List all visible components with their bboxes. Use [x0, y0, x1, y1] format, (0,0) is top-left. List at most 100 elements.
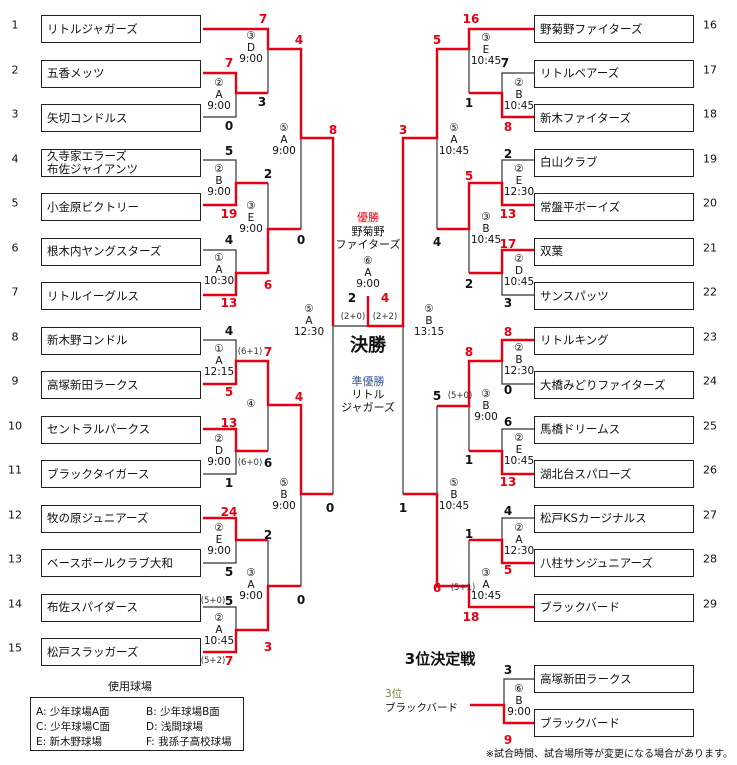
match-round: ③	[246, 30, 256, 42]
team-box[interactable]: ベースボールクラブ大和	[41, 549, 201, 577]
team-name: リトルイーグルス	[47, 288, 139, 303]
team-box[interactable]: ブラックバード	[534, 593, 694, 622]
score: 13	[499, 475, 517, 489]
team-box[interactable]: リトルベアーズ	[534, 59, 694, 88]
score: 5	[432, 33, 442, 47]
score: 3	[257, 95, 267, 109]
team-number: 12	[8, 508, 22, 521]
team-box[interactable]: 根木内ヤングスターズ	[41, 237, 201, 266]
team-box[interactable]: リトルジャガーズ	[41, 15, 201, 43]
score: 7	[500, 56, 510, 70]
team-box[interactable]: 馬橋ドリームス	[534, 415, 694, 444]
third-place-team-top[interactable]: 高塚新田ラークス	[534, 665, 694, 693]
match-time: 9:00	[207, 100, 231, 112]
match-field: A	[215, 623, 223, 636]
match-time: 9:00	[272, 500, 296, 512]
team-name: ベースボールクラブ大和	[47, 555, 173, 570]
score: 1	[464, 527, 474, 541]
team-name: 新木野コンドル	[47, 333, 128, 347]
team-number: 3	[11, 107, 19, 121]
match-time: 9:00	[239, 223, 263, 235]
team-box[interactable]: サンスパッツ	[534, 282, 694, 310]
team-box[interactable]: 矢切コンドルス	[41, 104, 201, 132]
score-breakdown: (5+0)	[447, 391, 473, 401]
team-box[interactable]: 常盤平ボーイズ	[534, 193, 694, 221]
score: 6	[263, 456, 273, 470]
third-place-label: 3位	[385, 688, 403, 700]
match-time: 9:00	[507, 706, 531, 718]
match-round: ②	[214, 612, 224, 624]
runner-up-name-line1: リトル	[351, 388, 385, 401]
match-time: 12:30	[503, 365, 535, 377]
score: 4	[432, 235, 442, 249]
match-time: 9:00	[239, 53, 263, 65]
match-round: ⑤	[449, 122, 459, 134]
team-box[interactable]: 新木ファイターズ	[534, 104, 694, 132]
team-box[interactable]: 高塚新田ラークス	[41, 371, 201, 399]
team-name: 牧の原ジュニアーズ	[47, 511, 149, 525]
match-round: ②	[214, 433, 224, 445]
team-number: 24	[703, 374, 717, 388]
score: 2	[263, 167, 273, 181]
match-round: ③	[246, 567, 256, 579]
score: 5	[224, 565, 234, 579]
team-name: 久寺家エラーズ	[47, 148, 127, 163]
team-box[interactable]: 八柱サンジュニアーズ	[534, 549, 694, 577]
match-round: ⑥	[363, 255, 373, 267]
team-box[interactable]: リトルキング	[534, 326, 694, 355]
score: 5	[503, 563, 513, 577]
match-field: E	[482, 43, 490, 56]
team-box[interactable]: 小金原ビクトリー	[41, 193, 201, 221]
score: 18	[462, 610, 480, 624]
team-box[interactable]: 野菊野ファイターズ	[534, 15, 694, 43]
score: 4	[380, 291, 390, 305]
team-box[interactable]: 白山クラブ	[534, 148, 694, 177]
team-box[interactable]: 松戸KSカージナルス	[534, 504, 694, 533]
match-round: ②	[214, 77, 224, 89]
team-number: 13	[8, 552, 22, 566]
legend-item: F: 我孫子高校球場	[146, 736, 232, 748]
score: 7	[224, 56, 234, 70]
team-box[interactable]: 湖北台スパローズ	[534, 460, 694, 488]
team-number: 22	[703, 285, 717, 299]
team-name: 根木内ヤングスターズ	[47, 244, 162, 258]
team-number: 17	[703, 63, 717, 76]
team-box[interactable]: 双葉	[534, 237, 694, 266]
score: 6	[503, 415, 513, 429]
match-round: ①	[214, 343, 224, 355]
match-round: ③	[481, 388, 491, 400]
team-number: 14	[8, 597, 22, 610]
team-number: 18	[703, 107, 717, 121]
team-number: 27	[703, 508, 717, 521]
third-place-team-bottom[interactable]: ブラックバード	[534, 709, 694, 737]
match-field: D	[214, 444, 224, 457]
team-box[interactable]: 大橋みどりファイターズ	[534, 371, 694, 399]
team-box[interactable]: 新木野コンドル	[41, 326, 201, 355]
team-box[interactable]: 久寺家エラーズ布佐ジャイアンツ	[41, 148, 201, 177]
match-field: E	[247, 211, 255, 224]
match-round: ②	[514, 163, 524, 175]
match-round: ⑤	[279, 122, 289, 134]
team-box[interactable]: 松戸スラッガーズ	[41, 638, 201, 666]
match-time: 10:30	[203, 275, 235, 287]
match-round: ④	[246, 398, 256, 410]
team-box[interactable]: 五香メッツ	[41, 59, 201, 88]
team-box[interactable]: 牧の原ジュニアーズ	[41, 504, 201, 533]
legend-item: C: 少年球場C面	[36, 721, 111, 733]
score: 6	[432, 581, 442, 595]
match-round: ⑤	[279, 477, 289, 489]
team-box[interactable]: リトルイーグルス	[41, 282, 201, 310]
team-box[interactable]: セントラルパークス	[41, 415, 201, 444]
score: 9	[503, 733, 513, 747]
team-number: 10	[8, 419, 22, 432]
match-field: E	[215, 533, 223, 546]
team-number: 29	[703, 597, 717, 610]
team-box[interactable]: ブラックタイガース	[41, 460, 201, 488]
match-round: ①	[214, 252, 224, 264]
team-box[interactable]: 布佐スパイダース	[41, 593, 201, 622]
